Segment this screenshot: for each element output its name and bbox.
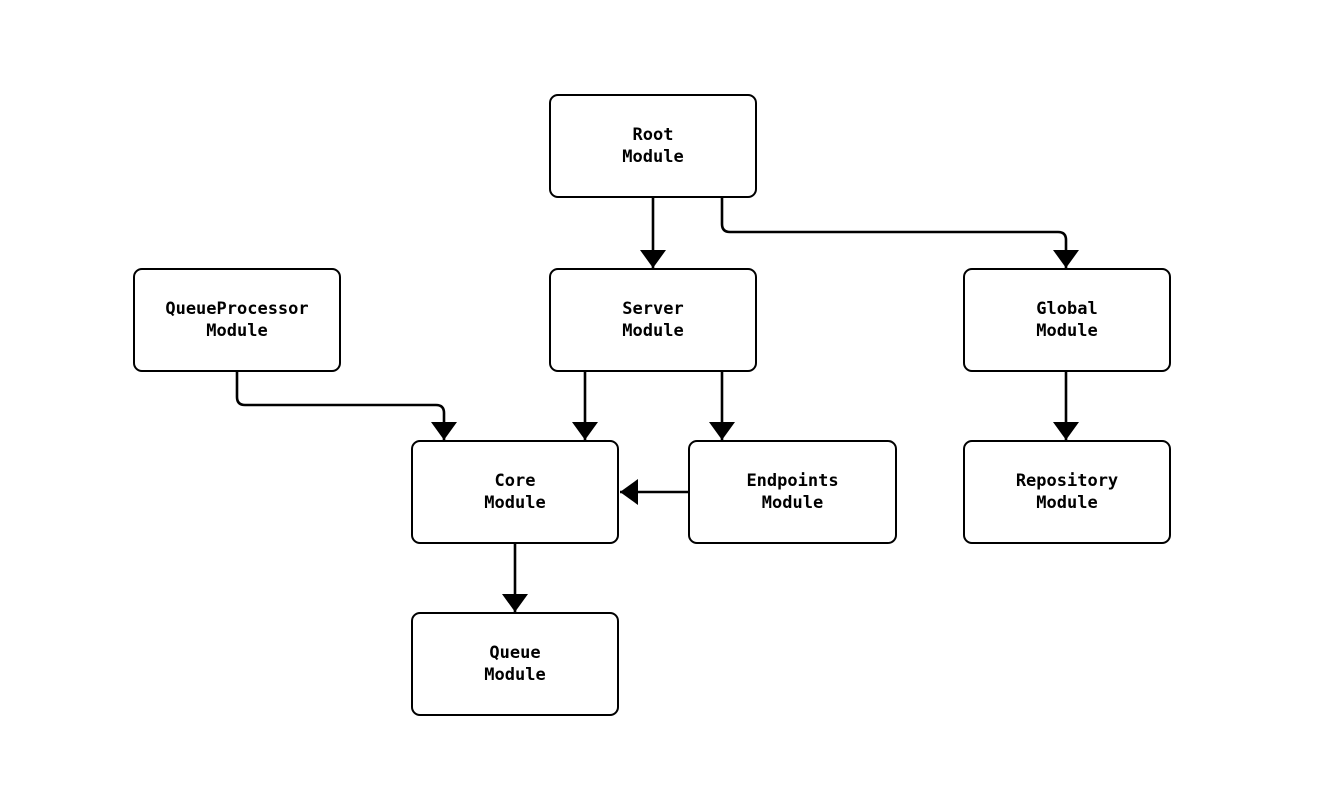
node-core-module: Core Module xyxy=(411,440,619,544)
node-label-line: Module xyxy=(1036,321,1098,341)
node-label-line: Repository xyxy=(1015,471,1119,491)
node-label-line: Queue xyxy=(489,643,541,663)
node-label-line: Module xyxy=(761,493,824,513)
node-server-module: Server Module xyxy=(549,268,757,372)
node-label-line: Server xyxy=(622,299,684,319)
node-endpoints-module: Endpoints Module xyxy=(688,440,897,544)
node-root-module: Root Module xyxy=(549,94,757,198)
edge-root-to-global xyxy=(720,198,1079,268)
node-label-line: Module xyxy=(1036,493,1098,513)
node-label-line: Module xyxy=(622,321,684,341)
node-global-module: Global Module xyxy=(963,268,1171,372)
node-label-line: Module xyxy=(622,147,684,167)
node-label-line: QueueProcessor xyxy=(165,299,309,319)
node-label-line: Core xyxy=(494,471,536,491)
node-label-line: Root xyxy=(632,125,674,145)
node-queue-module: Queue Module xyxy=(411,612,619,716)
node-label-line: Endpoints xyxy=(746,471,839,491)
node-label-line: Module xyxy=(484,493,546,513)
node-repository-module: Repository Module xyxy=(963,440,1171,544)
node-label-line: Module xyxy=(206,321,268,341)
edge-queueprocessor-to-core xyxy=(235,372,457,440)
node-label-line: Module xyxy=(484,665,546,685)
node-label-line: Global xyxy=(1036,299,1098,319)
node-queueprocessor-module: QueueProcessor Module xyxy=(133,268,341,372)
